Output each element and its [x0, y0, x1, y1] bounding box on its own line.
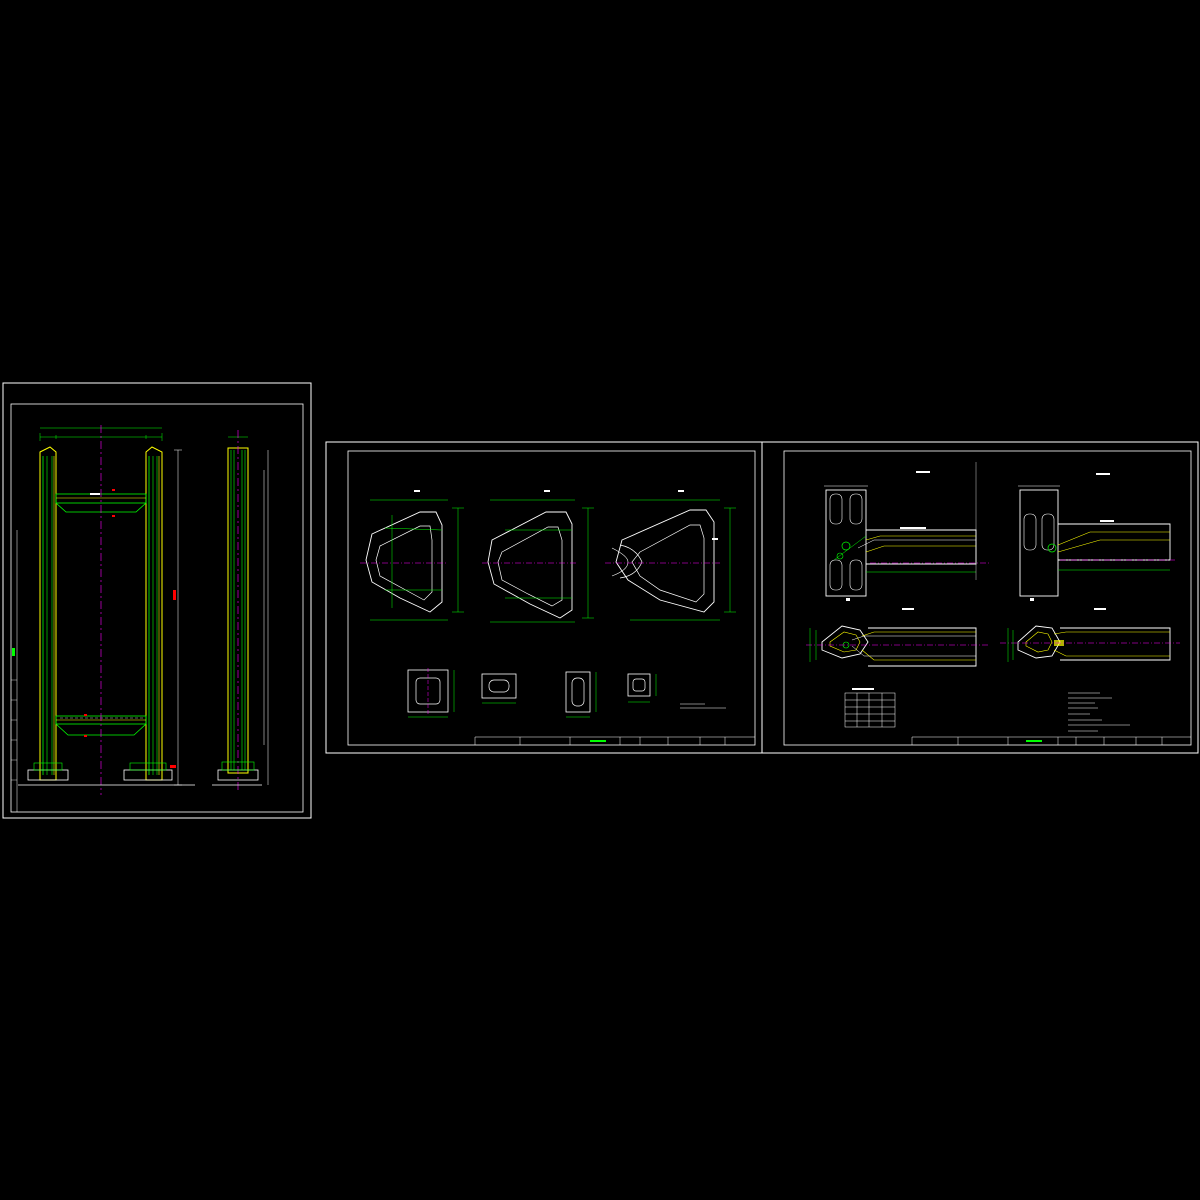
tower-height-dimension	[173, 449, 182, 786]
crossbeam-plan-2	[1000, 608, 1180, 662]
tower-side-elevation	[212, 430, 269, 790]
tower-footings	[18, 762, 195, 786]
small-section-3	[565, 671, 597, 718]
sheet-2-sections	[347, 450, 756, 746]
sheet-3-title-block	[911, 736, 1191, 745]
tower-left-column	[39, 446, 57, 781]
sheet-1-tower-elevation	[2, 382, 312, 819]
small-section-1	[407, 668, 455, 718]
sheet-2-inner-border	[347, 450, 756, 746]
crossbeam-plan-1	[806, 608, 990, 667]
rebar-table	[844, 688, 896, 728]
sheet-1-inner-border	[10, 403, 304, 813]
sheet-1-left-title-strip	[11, 530, 18, 812]
section-view-3	[605, 490, 736, 621]
sheet-3-crossbeam-details	[783, 450, 1192, 746]
crossbeam-elevation-2	[1018, 473, 1175, 601]
sheet-2-title-block	[474, 736, 755, 745]
tower-right-column	[145, 446, 163, 781]
section-view-2	[482, 490, 594, 623]
sheet-2-notes	[680, 703, 726, 709]
sheet-1-outer-border	[2, 382, 312, 819]
section-view-1	[360, 490, 464, 621]
small-section-4	[627, 673, 657, 703]
sheet-3-inner-border	[783, 450, 1192, 746]
crossbeam-elevation-1	[824, 462, 990, 601]
small-section-2	[481, 673, 517, 704]
sheet-3-notes	[1068, 692, 1130, 732]
